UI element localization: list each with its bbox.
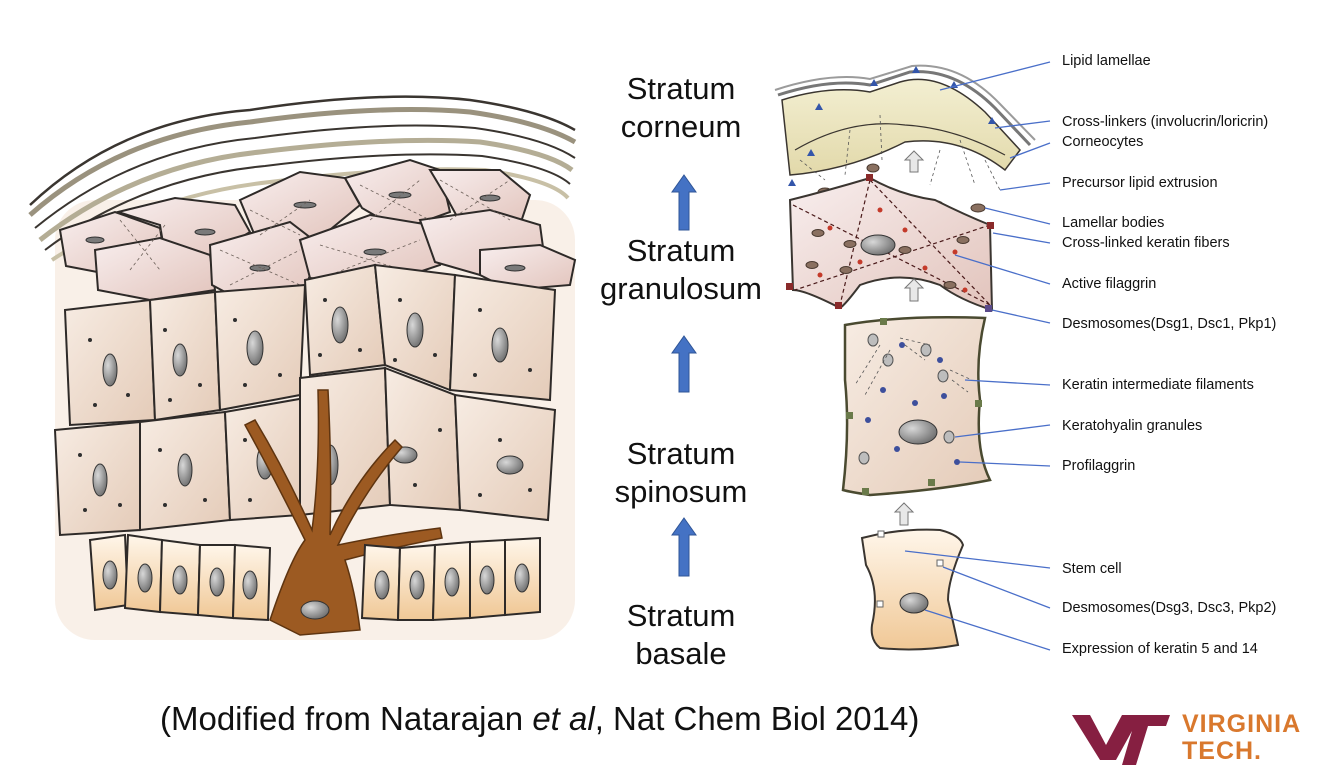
label-line: spinosum <box>614 474 748 509</box>
callout-keratin-filaments: Keratin intermediate filaments <box>1062 377 1254 393</box>
callout-corneocytes: Corneocytes <box>1062 134 1144 150</box>
virginia-tech-logo: VIRGINIA TECH. <box>1182 711 1301 765</box>
corneocytes-diagram <box>774 64 1036 213</box>
label-stratum-corneum: Stratum corneum <box>581 70 781 146</box>
callout-lipid-lamellae: Lipid lamellae <box>1062 53 1151 69</box>
citation-emphasis: et al <box>532 700 595 737</box>
callout-keratohyalin-granules: Keratohyalin granules <box>1062 418 1203 434</box>
basal-nuclei <box>102 560 530 600</box>
corneum-layers <box>28 95 577 262</box>
callout-stem-cell: Stem cell <box>1062 561 1122 577</box>
melanocyte-nucleus <box>300 600 330 620</box>
label-stratum-basale: Stratum basale <box>581 597 781 673</box>
up-arrow-gray-2 <box>893 502 915 526</box>
label-line: Stratum <box>626 598 736 633</box>
callout-keratin-5-14: Expression of keratin 5 and 14 <box>1062 641 1258 657</box>
label-stratum-spinosum: Stratum spinosum <box>581 435 781 511</box>
callout-lamellar-bodies: Lamellar bodies <box>1062 215 1165 231</box>
differentiation-arrows <box>671 174 697 577</box>
up-arrow-1 <box>671 174 697 231</box>
callout-desmosomes-basal: Desmosomes(Dsg3, Dsc3, Pkp2) <box>1062 600 1277 616</box>
granulosum-fibers <box>119 179 511 286</box>
callout-cross-linked-keratin: Cross-linked keratin fibers <box>1062 235 1230 251</box>
spinous-cell <box>841 316 992 497</box>
label-line: basale <box>635 636 727 671</box>
stem-cell <box>860 528 965 651</box>
callout-cross-linkers: Cross-linkers (involucrin/loricrin) <box>1062 114 1269 130</box>
logo-line-1: VIRGINIA <box>1182 710 1302 738</box>
callout-leader-lines <box>904 61 1051 651</box>
up-arrow-3 <box>671 517 697 577</box>
callout-profilaggrin: Profilaggrin <box>1062 458 1136 474</box>
cell-progression <box>774 64 1036 651</box>
up-arrow-2 <box>671 335 697 393</box>
melanocyte <box>243 389 443 636</box>
callout-precursor-lipid-extrusion: Precursor lipid extrusion <box>1062 175 1218 191</box>
citation-prefix: (Modified from Natarajan <box>160 700 533 737</box>
callout-desmosomes-upper: Desmosomes(Dsg1, Dsc1, Pkp1) <box>1062 316 1277 332</box>
citation-suffix: , Nat Chem Biol 2014) <box>594 700 920 737</box>
spinosum-granules <box>78 298 532 512</box>
label-line: Stratum <box>626 233 736 268</box>
vt-logo-mark <box>1072 715 1170 765</box>
label-line: corneum <box>620 109 742 144</box>
granular-cell <box>786 174 994 312</box>
logo-line-2: TECH. <box>1182 737 1262 765</box>
label-line: Stratum <box>626 71 736 106</box>
label-line: granulosum <box>600 271 762 306</box>
up-arrow-gray-1 <box>903 278 925 302</box>
label-line: Stratum <box>626 436 736 471</box>
epidermis-illustration <box>28 95 577 640</box>
citation: (Modified from Natarajan et al, Nat Chem… <box>160 700 919 738</box>
label-stratum-granulosum: Stratum granulosum <box>581 232 781 308</box>
callout-active-filaggrin: Active filaggrin <box>1062 276 1157 292</box>
